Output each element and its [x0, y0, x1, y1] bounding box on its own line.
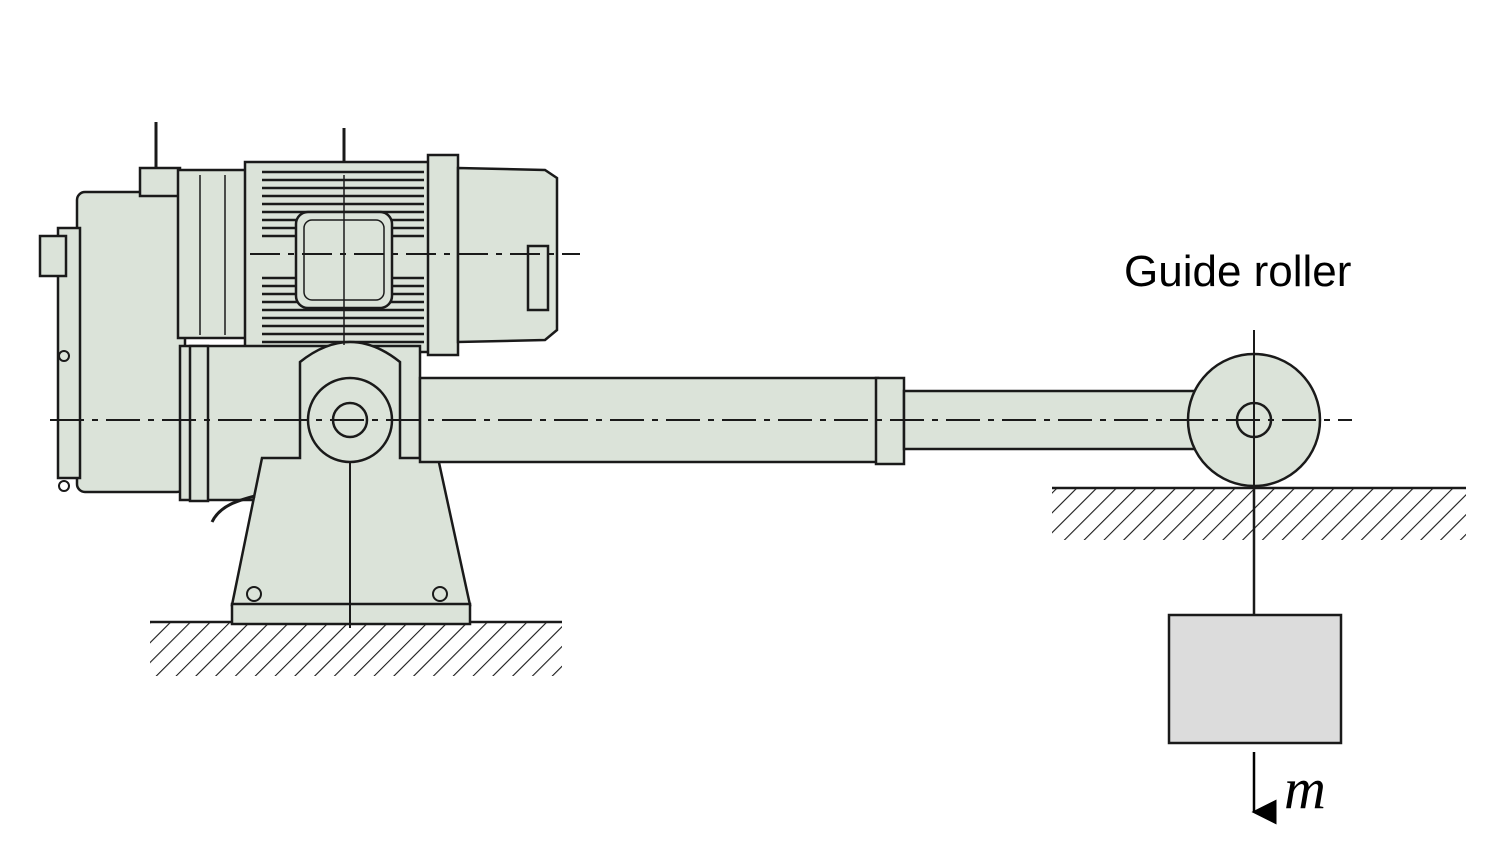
ground-right	[1052, 486, 1466, 540]
pivot-base	[178, 340, 472, 628]
motor	[243, 128, 559, 357]
guide-roller-label: Guide roller	[1124, 247, 1351, 296]
mass-label: m	[1284, 756, 1326, 821]
ground-left	[150, 620, 562, 676]
mass-block	[1167, 613, 1343, 745]
actuator-cylinder	[418, 376, 906, 466]
gearbox-housing	[38, 122, 250, 494]
guide-roller	[1186, 330, 1322, 488]
